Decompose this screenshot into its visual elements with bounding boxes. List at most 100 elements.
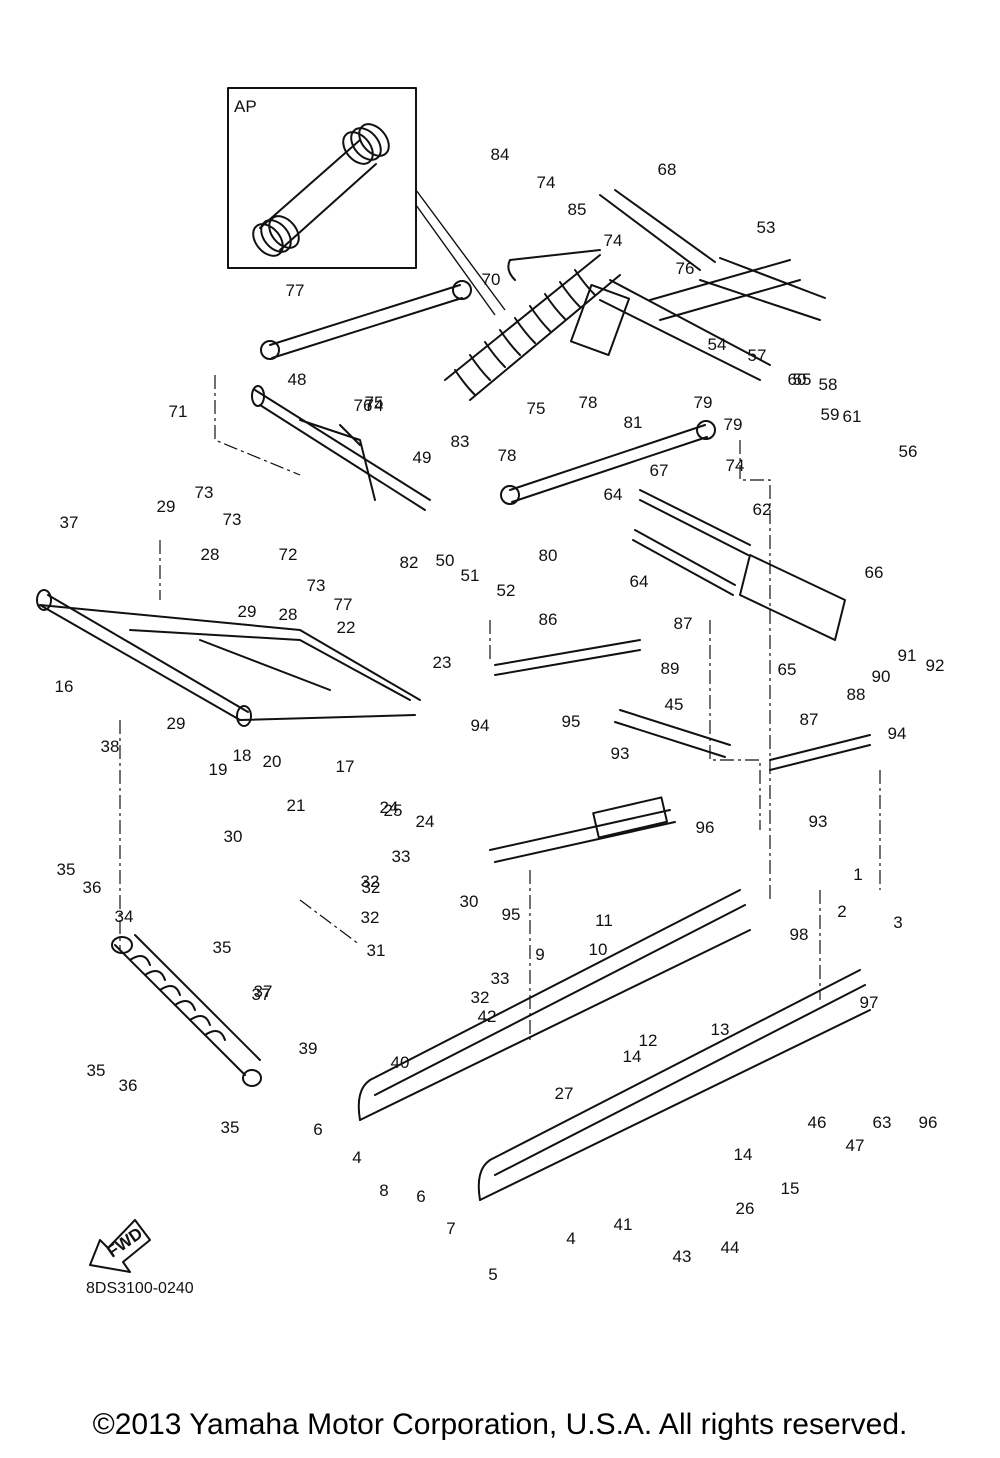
callout-37: 37	[252, 985, 271, 1004]
callout-32: 32	[361, 908, 380, 927]
callout-56: 56	[899, 442, 918, 461]
callout-96: 96	[919, 1113, 938, 1132]
callout-73: 73	[307, 576, 326, 595]
callout-54: 54	[708, 335, 727, 354]
cylinder-part	[489, 796, 676, 863]
callout-94: 94	[888, 724, 907, 743]
callout-8: 8	[379, 1181, 388, 1200]
callout-12: 12	[639, 1031, 658, 1050]
dashed-outline	[119, 375, 881, 1040]
callout-27: 27	[555, 1084, 574, 1103]
callout-35: 35	[87, 1061, 106, 1080]
diagram-code: 8DS3100-0240	[86, 1280, 194, 1297]
callout-29: 29	[167, 714, 186, 733]
callout-34: 34	[115, 907, 134, 926]
callout-72: 72	[279, 545, 298, 564]
callout-92: 92	[926, 656, 945, 675]
callout-13: 13	[711, 1020, 730, 1039]
callout-74: 74	[537, 173, 556, 192]
callout-57: 57	[748, 346, 767, 365]
front-arm-part	[251, 385, 431, 511]
callout-79: 79	[694, 393, 713, 412]
callout-95: 95	[562, 712, 581, 731]
callout-6: 6	[416, 1187, 425, 1206]
callout-49: 49	[413, 448, 432, 467]
callout-36: 36	[83, 878, 102, 897]
callout-11: 11	[595, 911, 613, 930]
callout-65: 65	[778, 660, 797, 679]
callout-51: 51	[461, 566, 480, 585]
callout-90: 90	[872, 667, 891, 686]
callout-89: 89	[661, 659, 680, 678]
callout-4: 4	[352, 1148, 361, 1167]
callout-80: 80	[539, 546, 558, 565]
callout-70: 70	[482, 270, 501, 289]
callout-48: 48	[288, 370, 307, 389]
callout-83: 83	[451, 432, 470, 451]
callout-98: 98	[790, 925, 809, 944]
callout-68: 68	[658, 160, 677, 179]
callout-32: 32	[361, 872, 380, 891]
callout-31: 31	[367, 941, 386, 960]
callout-74: 74	[365, 396, 384, 415]
front-frame-part	[36, 589, 421, 727]
callout-93: 93	[809, 812, 828, 831]
callout-24: 24	[380, 798, 399, 817]
callout-16: 16	[55, 677, 74, 696]
callout-18: 18	[233, 746, 252, 765]
callout-60: 60	[788, 370, 807, 389]
callout-41: 41	[614, 1215, 633, 1234]
callout-28: 28	[201, 545, 220, 564]
callout-35: 35	[57, 860, 76, 879]
inset-label: AP	[234, 97, 257, 116]
callout-87: 87	[800, 710, 819, 729]
callout-75: 75	[365, 393, 384, 412]
callout-19: 19	[209, 760, 228, 779]
callout-29: 29	[157, 497, 176, 516]
callout-73: 73	[195, 483, 214, 502]
callout-93: 93	[611, 744, 630, 763]
callout-94: 94	[471, 716, 490, 735]
callout-63: 63	[873, 1113, 892, 1132]
callout-33: 33	[491, 969, 510, 988]
callout-52: 52	[497, 581, 516, 600]
callout-74: 74	[604, 231, 623, 250]
callout-40: 40	[391, 1053, 410, 1072]
callout-81: 81	[624, 413, 643, 432]
callout-85: 85	[568, 200, 587, 219]
rear-arm-part	[569, 189, 826, 381]
front-shock-part	[111, 934, 262, 1087]
callout-7: 7	[446, 1219, 455, 1238]
callout-14: 14	[623, 1047, 642, 1066]
callout-10: 10	[589, 940, 608, 959]
callout-62: 62	[753, 500, 772, 519]
callout-88: 88	[847, 685, 866, 704]
callout-71: 71	[169, 402, 188, 421]
callout-9: 9	[535, 945, 544, 964]
callout-74: 74	[726, 456, 745, 475]
inset-box	[227, 87, 506, 316]
callout-33: 33	[392, 847, 411, 866]
slide-rail-part	[357, 889, 871, 1201]
callout-73: 73	[223, 510, 242, 529]
callout-30: 30	[460, 892, 479, 911]
callout-76: 76	[354, 396, 373, 415]
callout-82: 82	[400, 553, 419, 572]
callout-38: 38	[101, 737, 120, 756]
callout-3: 3	[893, 913, 902, 932]
callout-43: 43	[673, 1247, 692, 1266]
rear-shock-part	[444, 249, 621, 401]
callout-77: 77	[334, 595, 353, 614]
callout-95: 95	[502, 905, 521, 924]
callout-21: 21	[287, 796, 306, 815]
callout-32: 32	[471, 988, 490, 1007]
link-rod-part	[260, 280, 716, 505]
bracket-part	[739, 554, 846, 641]
callout-1: 1	[853, 865, 862, 884]
callout-28: 28	[279, 605, 298, 624]
callout-96: 96	[696, 818, 715, 837]
callout-30: 30	[224, 827, 243, 846]
callout-67: 67	[650, 461, 669, 480]
